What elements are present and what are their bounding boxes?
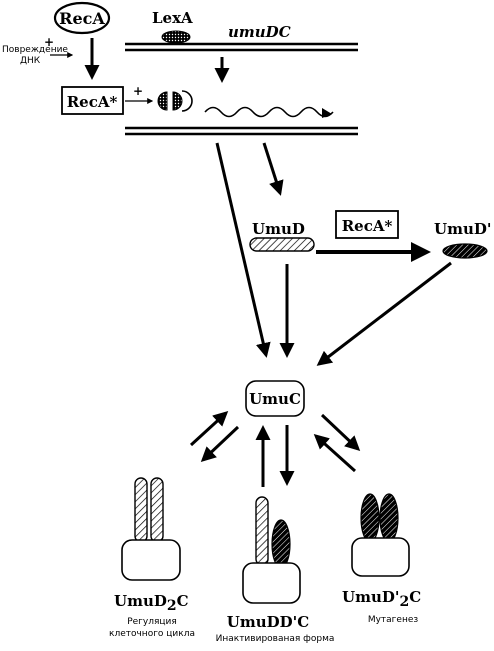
umuddc-complex bbox=[242, 496, 301, 604]
lexa-label: LexA bbox=[152, 9, 193, 27]
dna-bottom bbox=[125, 126, 358, 136]
to-umuc-long-arrow bbox=[215, 142, 271, 358]
umuddc-label: UmuDD'C bbox=[227, 613, 309, 631]
umudp2c-label: UmuD'2C bbox=[342, 588, 421, 610]
umud-label: UmuD bbox=[252, 220, 305, 238]
mrna-arrowhead bbox=[322, 108, 332, 118]
lexa-protein bbox=[161, 30, 191, 44]
umud2c-complex bbox=[121, 477, 181, 581]
to-umud-arrow bbox=[262, 142, 284, 196]
right-forward-arrow bbox=[320, 413, 361, 452]
umud2c-label: UmuD2C bbox=[114, 592, 189, 614]
dna-top-upper bbox=[125, 42, 358, 52]
umuc-label: UmuC bbox=[249, 390, 301, 408]
umudp2c-caption: Мутагенез bbox=[368, 615, 419, 625]
cleavage-plus: + bbox=[133, 84, 143, 98]
umudc-gene-label: umuDC bbox=[228, 23, 291, 41]
umud-prime-label: UmuD' bbox=[434, 220, 491, 238]
reca-label: RecA bbox=[59, 9, 105, 28]
mrna-wave bbox=[204, 106, 334, 118]
umud2c-caption-line1: Регуляция bbox=[127, 617, 177, 627]
lexa-fragment-right bbox=[172, 91, 183, 111]
reca-star-label: RecA* bbox=[67, 93, 118, 111]
umuddc-caption: Инактивированая форма bbox=[216, 634, 335, 644]
left-forward-arrow bbox=[189, 410, 229, 447]
reca-ellipse: RecA bbox=[53, 1, 111, 35]
umudp2c-complex bbox=[351, 493, 410, 577]
left-back-arrow bbox=[200, 425, 240, 463]
right-back-arrow bbox=[313, 433, 357, 473]
reca-star-mid-label: RecA* bbox=[342, 217, 393, 235]
umud2c-caption-line2: клеточного цикла bbox=[109, 629, 195, 639]
reca-star-box: RecA* bbox=[61, 86, 124, 115]
umud-prime-to-umuc-arrow bbox=[316, 261, 452, 366]
damage-plus: + bbox=[44, 35, 54, 49]
damage-label-line1: Повреждение bbox=[2, 45, 68, 55]
reca-star-mid-box: RecA* bbox=[335, 210, 399, 239]
lexa-fragment-open bbox=[181, 90, 193, 112]
umud-protein bbox=[249, 237, 315, 252]
damage-label-line2: ДНК bbox=[20, 56, 41, 66]
umuc-box: UmuC bbox=[245, 380, 305, 417]
lexa-fragment-left bbox=[157, 91, 168, 111]
umud-prime-protein bbox=[442, 243, 488, 259]
